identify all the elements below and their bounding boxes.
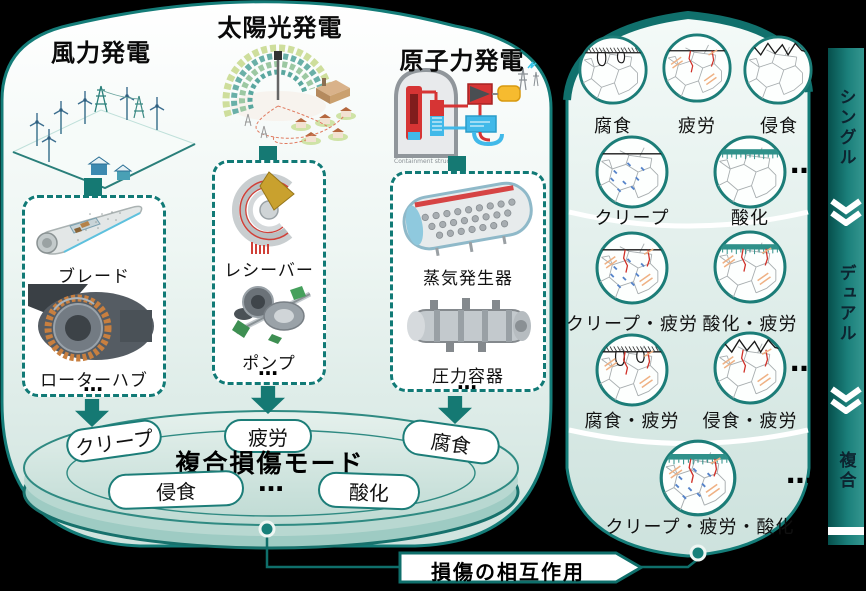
pylon <box>533 71 539 87</box>
lightning <box>527 61 537 69</box>
damage-circle <box>712 134 788 210</box>
single-group-ellipsis: … <box>790 147 818 180</box>
chevron-down-icon <box>830 386 862 414</box>
oxidation-circle-label: 酸化 <box>731 208 769 229</box>
house <box>87 156 111 175</box>
wind-connector <box>84 178 102 196</box>
steam-generator-image <box>402 181 533 257</box>
blade-label: ブレード <box>58 267 130 287</box>
houses <box>291 107 356 145</box>
damage-circle <box>712 229 788 305</box>
fatigue-pill: 疲労 <box>224 419 312 453</box>
interaction-banner-shape <box>398 551 644 584</box>
pump-label: ポンプ <box>242 354 296 374</box>
wind-ellipsis: … <box>83 372 105 396</box>
damage-interaction-label: 損傷の相互作用 <box>431 560 585 584</box>
damage-circle <box>594 230 670 306</box>
chevron-down-icon <box>830 198 862 226</box>
connector-line-left <box>265 536 399 569</box>
power-block <box>316 78 350 104</box>
damage-micrograph <box>743 35 813 105</box>
solar-thermal-illustration <box>222 44 356 145</box>
nuclear-plant-illustration: Containment structure <box>394 61 539 165</box>
damage-circle <box>594 332 670 408</box>
rotor-hub-label: ローターハブ <box>40 371 148 391</box>
damage-micrograph <box>659 439 737 517</box>
blade-cutaway-image <box>36 205 143 255</box>
connection-dot-left <box>258 520 276 538</box>
solar-components-box <box>212 160 326 385</box>
containment <box>394 67 458 158</box>
damage-circle <box>661 32 733 104</box>
damage-circle <box>712 330 788 406</box>
combined-band-label: 複合 <box>835 450 856 491</box>
corrosion-circle-label: 腐食 <box>594 116 632 137</box>
solar-ellipsis: … <box>258 356 280 380</box>
damage-micrograph <box>662 33 732 103</box>
damage-micrograph <box>578 35 648 105</box>
damage-micrograph <box>595 231 669 305</box>
damage-circle <box>658 438 738 518</box>
oxidation-pill: 酸化 <box>317 471 421 511</box>
pressure-vessel-image <box>407 298 531 352</box>
nuclear-power-title: 原子力発電 <box>399 47 525 75</box>
damage-circle <box>742 34 814 106</box>
damage-circle <box>594 134 670 210</box>
dual-group-ellipsis: … <box>790 345 818 378</box>
wind-farm-illustration <box>11 85 197 190</box>
banner-end-stripe <box>828 527 864 535</box>
receiver-label: レシーバー <box>224 261 314 281</box>
rotor-hub-image <box>28 284 154 362</box>
creep-fatigue-label: クリープ・疲労 <box>566 314 698 335</box>
damage-micrograph <box>713 230 787 304</box>
erosion-circle-label: 侵食 <box>760 116 798 137</box>
combined-group-ellipsis: … <box>786 457 814 490</box>
wind-power-title: 風力発電 <box>51 39 151 67</box>
dual-band-label: デュアル <box>835 264 856 344</box>
fatigue-circle-label: 疲労 <box>678 116 716 137</box>
damage-circle <box>577 34 649 106</box>
receiver-image <box>231 171 295 254</box>
pump-image <box>232 286 312 344</box>
damage-micrograph <box>713 331 787 405</box>
transmission-tower <box>94 85 108 113</box>
creep-fatigue-oxidation-label: クリープ・疲労・酸化 <box>605 517 795 538</box>
mini-pylon <box>260 125 268 139</box>
nuclear-connector <box>448 156 466 171</box>
corrosion-fatigue-label: 腐食・疲労 <box>584 411 680 432</box>
grid-lines <box>255 105 345 145</box>
connector-line-right <box>638 558 699 569</box>
steam-generator-small <box>430 100 444 116</box>
damage-category-banner <box>828 48 864 545</box>
generator <box>497 85 521 102</box>
containment-caption: Containment structure <box>394 158 462 165</box>
erosion-pill: 侵食 <box>107 469 245 511</box>
connection-dot-right <box>689 544 707 562</box>
section-divider-1 <box>568 209 809 229</box>
transmission-tower <box>133 95 145 119</box>
damage-micrograph <box>595 135 669 209</box>
mini-pylon <box>244 113 252 127</box>
erosion-fatigue-label: 侵食・疲労 <box>702 411 798 432</box>
steam-generator-label: 蒸気発生器 <box>423 269 513 289</box>
nuclear-ellipsis: … <box>457 370 479 394</box>
house <box>113 164 133 180</box>
damage-micrograph <box>713 135 787 209</box>
solar-connector <box>259 146 277 160</box>
creep-circle-label: クリープ <box>594 208 670 229</box>
damage-micrograph <box>595 333 669 407</box>
solar-power-title: 太陽光発電 <box>217 14 343 42</box>
pressure-vessel-label: 圧力容器 <box>432 367 504 387</box>
condenser <box>465 115 497 133</box>
pylon <box>518 67 528 91</box>
oxidation-fatigue-label: 酸化・疲労 <box>702 314 798 335</box>
single-band-label: シングル <box>835 87 856 168</box>
